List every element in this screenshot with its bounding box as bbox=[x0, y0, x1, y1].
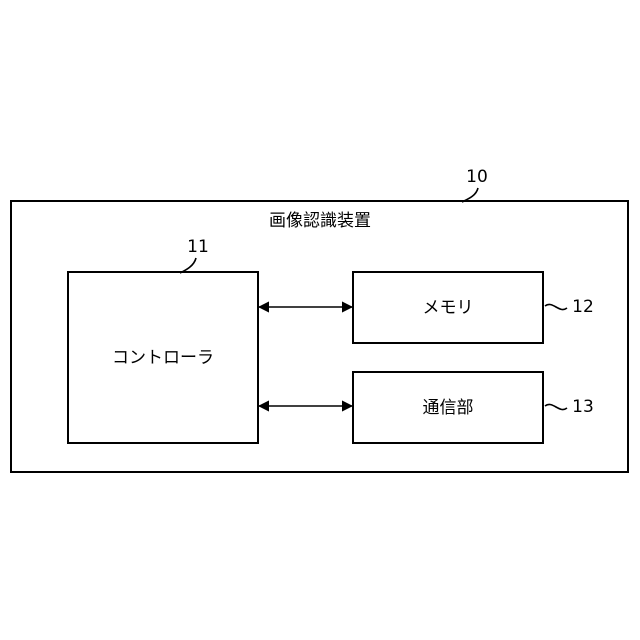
device-ref-leader bbox=[462, 188, 478, 202]
device-ref-number: 10 bbox=[466, 167, 488, 187]
communication-label: 通信部 bbox=[423, 398, 474, 418]
controller-label: コントローラ bbox=[112, 348, 214, 368]
memory-label: メモリ bbox=[423, 298, 474, 318]
memory-ref-number: 12 bbox=[572, 297, 594, 317]
device-title: 画像認識装置 bbox=[269, 211, 371, 231]
communication-ref-number: 13 bbox=[572, 397, 594, 417]
controller-ref-number: 11 bbox=[187, 237, 209, 257]
